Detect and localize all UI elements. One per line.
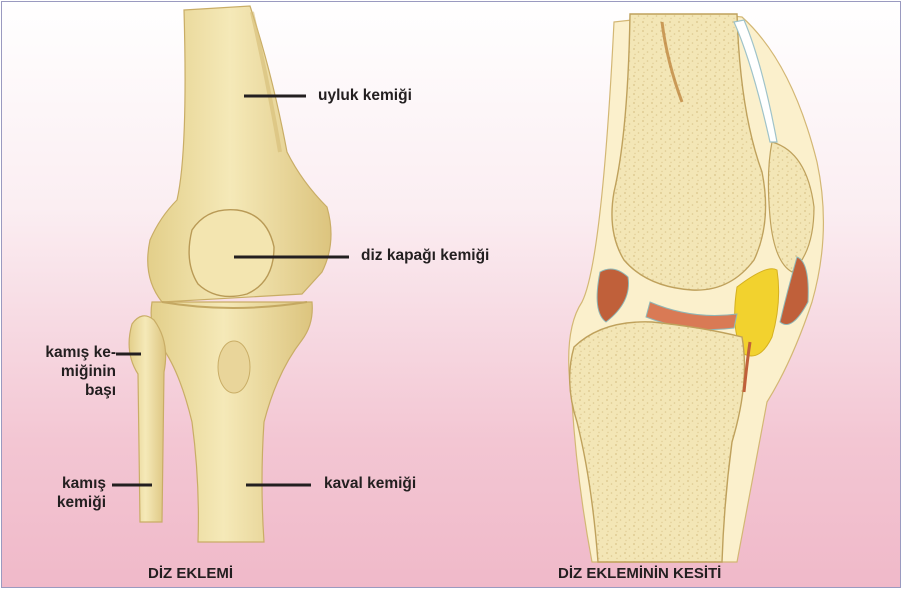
tibia-section xyxy=(570,322,745,562)
label-patella: diz kapağı kemiği xyxy=(361,246,489,265)
fibula-bone xyxy=(129,316,166,522)
label-tibia: kaval kemiği xyxy=(324,474,416,493)
knee-joint-illustration xyxy=(129,6,331,542)
tibia-bone xyxy=(151,302,312,542)
label-femur: uyluk kemiği xyxy=(318,86,412,105)
knee-section-illustration xyxy=(569,14,824,562)
label-fibula: kamış kemiği xyxy=(40,474,106,512)
patella-bone xyxy=(189,210,274,297)
caption-knee-section: DİZ EKLEMİNİN KESİTİ xyxy=(558,565,721,582)
caption-knee-joint: DİZ EKLEMİ xyxy=(148,565,233,582)
label-fibula-head: kamış ke- miğinin başı xyxy=(20,343,116,400)
